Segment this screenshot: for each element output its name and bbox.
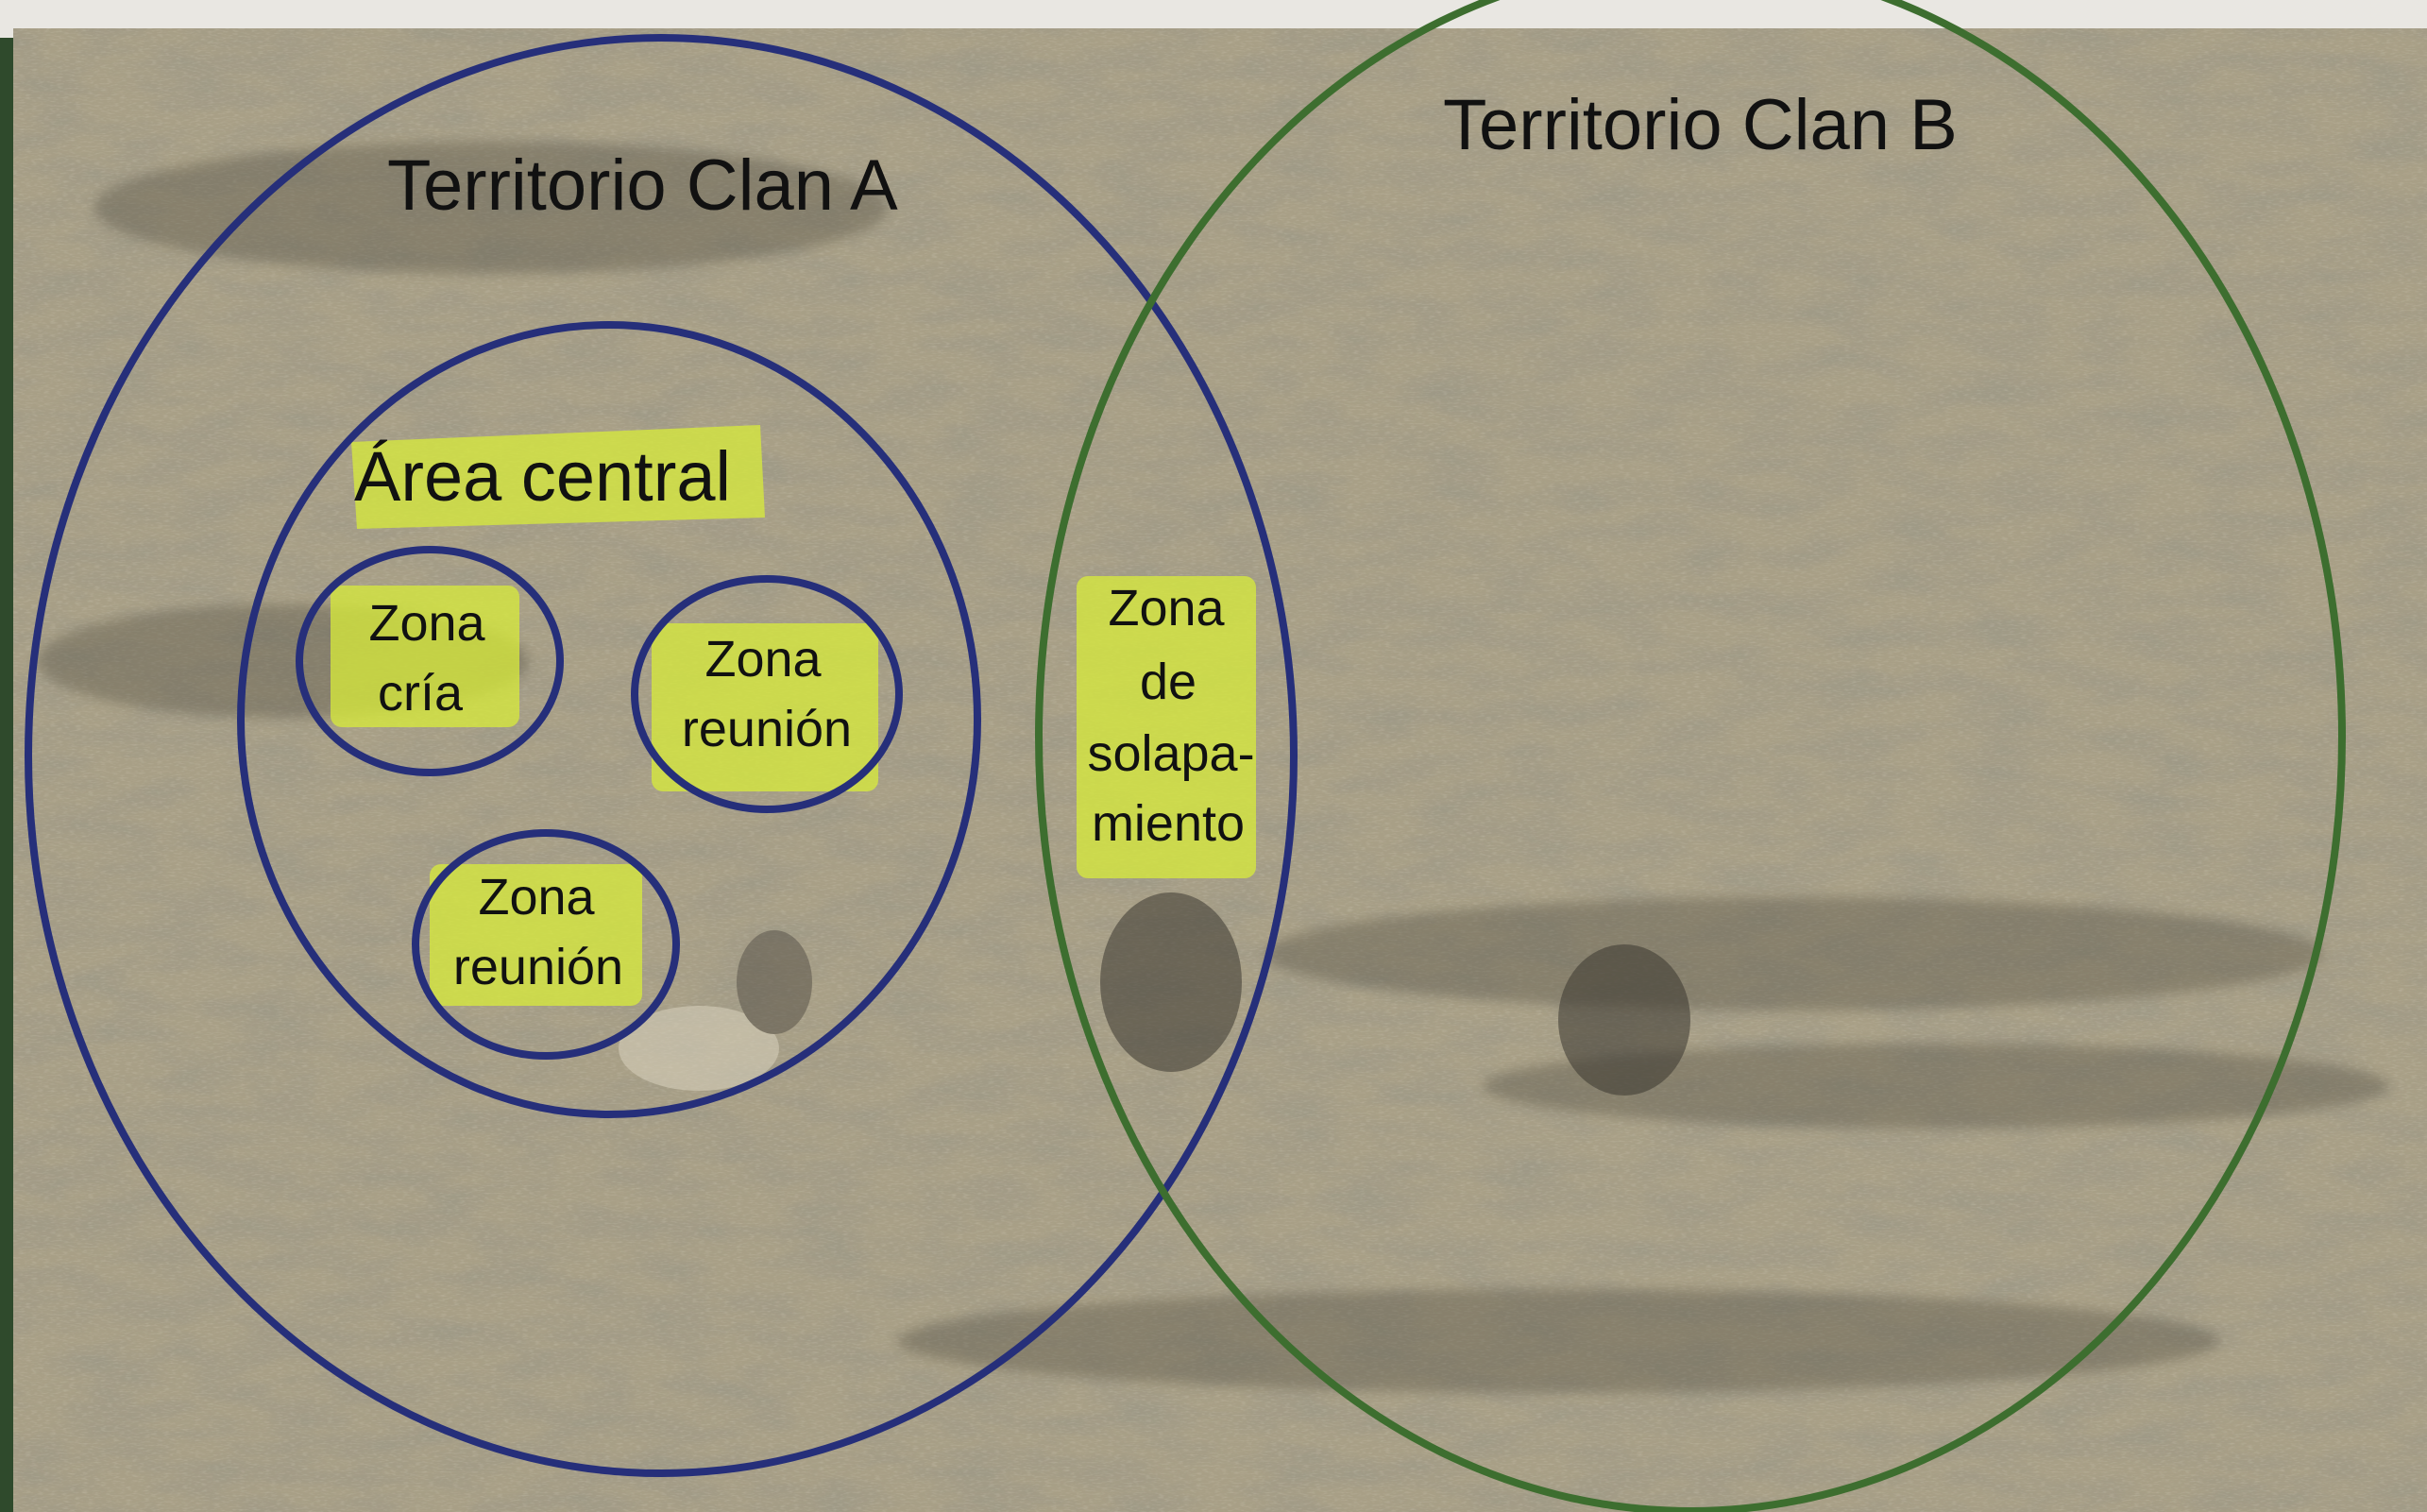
meeting-zone-b-label-1: Zona xyxy=(478,869,595,926)
breeding-zone-label-1: Zona xyxy=(368,595,485,652)
territory-clan-a-label: Territorio Clan A xyxy=(387,145,898,226)
highlight-zona-reunion-a xyxy=(652,623,878,791)
meeting-zone-a-label-1: Zona xyxy=(704,631,822,688)
breeding-zone-circle xyxy=(296,546,564,776)
overlap-zone-label-1: Zona xyxy=(1108,580,1225,637)
highlight-zona-cria xyxy=(331,586,519,727)
territory-clan-b-label: Territorio Clan B xyxy=(1443,85,1958,165)
meeting-zone-b-label-2: reunión xyxy=(453,939,623,995)
territory-clan-b-circle xyxy=(1035,0,2346,1512)
territory-clan-a-circle xyxy=(25,34,1298,1477)
meeting-zone-b-circle xyxy=(412,829,680,1060)
core-area-label: Área central xyxy=(354,437,731,516)
grass-photo xyxy=(13,28,2427,1512)
overlap-zone-label-4: miento xyxy=(1092,795,1245,852)
wolf-silhouettes xyxy=(619,892,1690,1096)
highlight-area-central xyxy=(351,425,765,529)
breeding-zone-label-2: cría xyxy=(378,665,464,722)
highlight-zona-reunion-b xyxy=(430,864,642,1006)
meeting-zone-a-circle xyxy=(631,575,903,813)
meeting-zone-a-label-2: reunión xyxy=(682,701,852,757)
highlights xyxy=(331,425,1256,1006)
overlap-zone-label-3: solapa- xyxy=(1087,725,1254,782)
overlap-zone-label-2: de xyxy=(1140,654,1197,710)
highlight-zona-solapamiento xyxy=(1077,576,1256,878)
core-area-circle xyxy=(237,321,981,1118)
